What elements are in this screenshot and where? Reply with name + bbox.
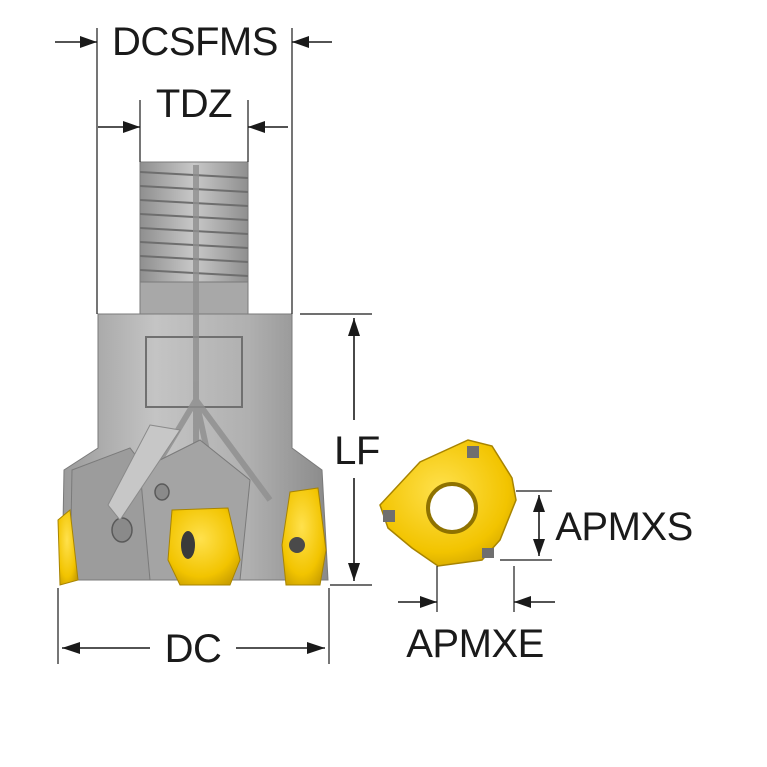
insert-corner-mark-2: [383, 510, 395, 522]
chip-flute: [107, 424, 181, 521]
label-lf: LF: [334, 429, 380, 473]
cutter-insert-center-screw: [181, 531, 195, 559]
dimension-lines: [55, 28, 555, 664]
cutter-insert-center: [167, 507, 241, 586]
screw-hole-left: [111, 517, 133, 543]
label-dcsfms: DCSFMS: [112, 20, 278, 64]
insert-corner-mark-1: [467, 446, 479, 458]
cutter-body: [57, 161, 329, 586]
insert-hole: [426, 482, 478, 534]
insert-corner-mark-3: [482, 548, 494, 558]
label-tdz: TDZ: [156, 82, 232, 126]
label-apmxs: APMXS: [555, 505, 693, 549]
label-dc: DC: [165, 627, 222, 671]
screw-hole-center: [154, 483, 170, 501]
label-apmxe: APMXE: [406, 622, 544, 666]
insert-detail: [379, 439, 517, 567]
cutter-insert-left: [57, 509, 79, 586]
cutter-insert-right-screw: [289, 537, 305, 553]
cutter-insert-right: [281, 487, 327, 586]
